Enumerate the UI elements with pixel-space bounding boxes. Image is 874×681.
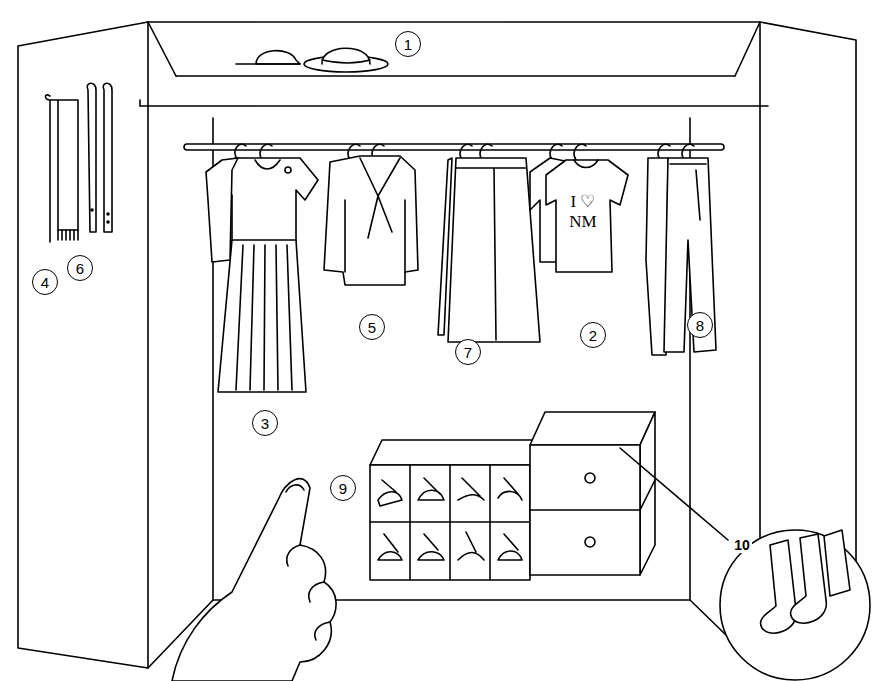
callout-number: 6 bbox=[67, 255, 93, 281]
callout-number: 7 bbox=[455, 339, 481, 365]
callout-number: 8 bbox=[687, 312, 713, 338]
callout-number: 5 bbox=[359, 314, 385, 340]
callout-number: 3 bbox=[252, 410, 278, 436]
callout-number: 9 bbox=[330, 475, 356, 501]
callout-number: 4 bbox=[32, 269, 58, 295]
callout-number: 1 bbox=[395, 31, 421, 57]
callout-number: 10 bbox=[732, 537, 752, 553]
callout-number: 2 bbox=[580, 322, 606, 348]
shirt-print: I ♡ NM bbox=[563, 192, 603, 231]
